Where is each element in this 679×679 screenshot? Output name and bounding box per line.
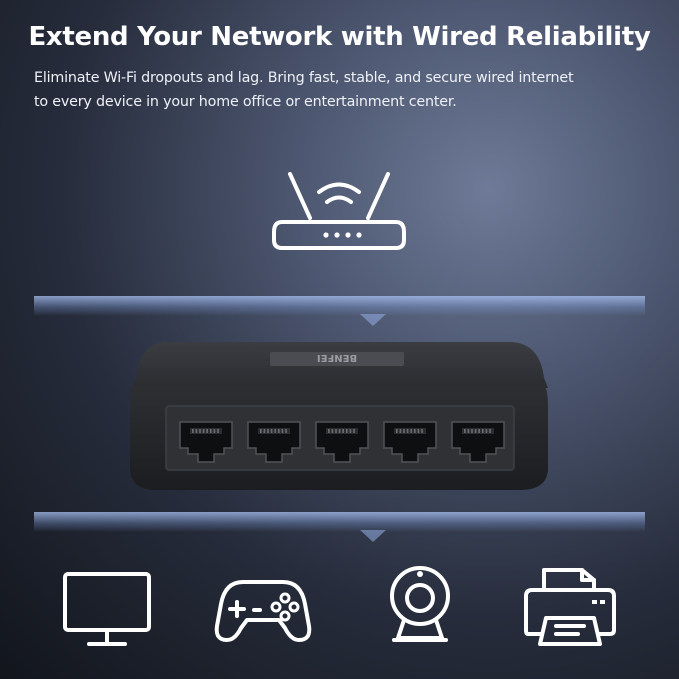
- ethernet-port-1: [179, 421, 233, 463]
- subtext-line-2: to every device in your home office or e…: [34, 94, 457, 110]
- headline: Extend Your Network with Wired Reliabili…: [28, 22, 651, 52]
- ethernet-ports: [179, 421, 505, 463]
- subtext-line-1: Eliminate Wi-Fi dropouts and lag. Bring …: [34, 70, 574, 86]
- beam-pointer-top: [360, 314, 386, 326]
- monitor-icon: [63, 572, 151, 646]
- ethernet-port-5: [451, 421, 505, 463]
- light-beam-top: [34, 296, 645, 326]
- webcam-icon: [390, 566, 450, 642]
- router-icon: [272, 172, 406, 250]
- ethernet-port-3: [315, 421, 369, 463]
- ethernet-switch-image: BENFEI: [130, 342, 548, 490]
- brand-label: BENFEI: [317, 352, 357, 363]
- beam-pointer-bottom: [360, 530, 386, 542]
- printer-icon: [524, 568, 616, 646]
- gamepad-icon: [214, 580, 312, 642]
- device-icons-row: [0, 560, 679, 660]
- ethernet-port-2: [247, 421, 301, 463]
- ethernet-port-4: [383, 421, 437, 463]
- subtext: Eliminate Wi-Fi dropouts and lag. Bring …: [34, 66, 654, 114]
- light-beam-bottom: [34, 512, 645, 542]
